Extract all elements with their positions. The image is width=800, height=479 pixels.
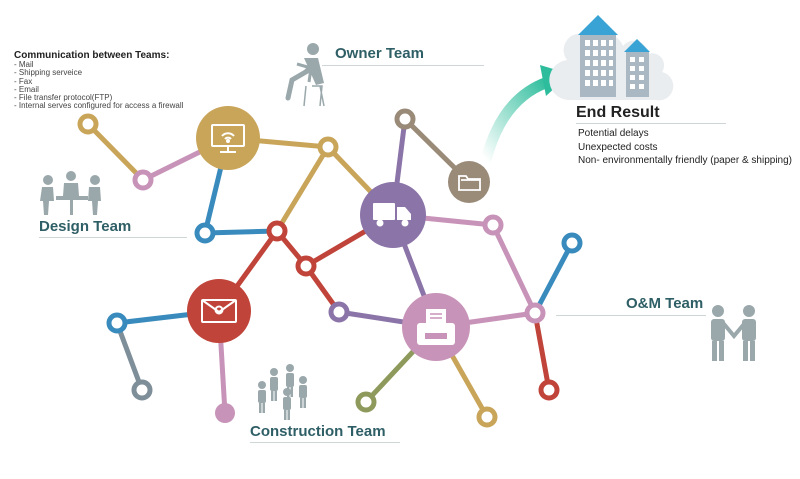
network-node (266, 220, 288, 242)
network-node (476, 406, 498, 428)
handshake-icon (711, 305, 756, 361)
city-buildings-icon (549, 15, 674, 101)
design-team-underline (39, 237, 187, 238)
network-node (328, 301, 350, 323)
om-team-label: O&M Team (626, 295, 704, 312)
connection-line (274, 144, 331, 234)
owner-team-underline (322, 65, 484, 66)
network-node (132, 169, 154, 191)
envelope-icon (201, 299, 237, 323)
network-node (295, 255, 317, 277)
folder-hub (448, 161, 490, 203)
seated-person-icon (285, 43, 325, 107)
network-node (194, 222, 216, 244)
connection-line (490, 222, 538, 316)
communication-item: - Mail (14, 60, 34, 69)
communication-list: - Mail - Shipping serveice - Fax - Email… (14, 60, 184, 111)
delivery-truck-icon (373, 203, 411, 227)
connection-line (85, 121, 146, 183)
end-result-underline (576, 123, 726, 124)
network-node (77, 113, 99, 135)
network-node (131, 379, 153, 401)
network-node (106, 312, 128, 334)
design-team-label: Design Team (39, 218, 132, 235)
network-node (524, 302, 546, 324)
network-node (394, 108, 416, 130)
fax-machine-hub (402, 293, 470, 361)
connection-line (532, 240, 575, 316)
end-result-item: Potential delays (578, 128, 649, 139)
communication-item: - File transfer protocol(FTP) (14, 93, 113, 103)
network-node (561, 232, 583, 254)
network-node (482, 214, 504, 236)
computer-icon (211, 124, 245, 153)
connection-line (532, 310, 552, 393)
network-connections (85, 116, 575, 420)
fax-machine-icon (417, 309, 455, 345)
owner-team-label: Owner Team (335, 45, 424, 62)
end-result-title: End Result (576, 104, 660, 121)
communication-item: - Fax (14, 76, 33, 86)
meeting-group-icon (40, 171, 101, 215)
construction-team-underline (250, 442, 400, 443)
network-node (355, 391, 377, 413)
network-node (538, 379, 560, 401)
folder-icon (458, 175, 481, 191)
envelope-hub (187, 279, 251, 343)
end-result-item: Non- environmentally friendly (paper & s… (578, 155, 792, 166)
connection-line (114, 320, 145, 393)
communication-item: - Email (14, 84, 39, 94)
delivery-truck-hub (360, 182, 426, 248)
communication-item: - Internal serves configured for access … (14, 101, 184, 111)
network-node (317, 136, 339, 158)
end-result-item: Unexpected costs (578, 141, 658, 153)
om-team-underline (556, 315, 706, 316)
people-group-icon (258, 364, 307, 420)
end-result-list: Potential delays Unexpected costs Non- e… (578, 127, 792, 168)
communication-title: Communication between Teams: (14, 50, 170, 61)
construction-team-label: Construction Team (250, 423, 386, 440)
communication-item: - Shipping serveice (14, 68, 83, 78)
network-node (215, 403, 235, 423)
network-nodes (77, 108, 583, 428)
connection-line (202, 228, 280, 236)
computer-hub (196, 106, 260, 170)
